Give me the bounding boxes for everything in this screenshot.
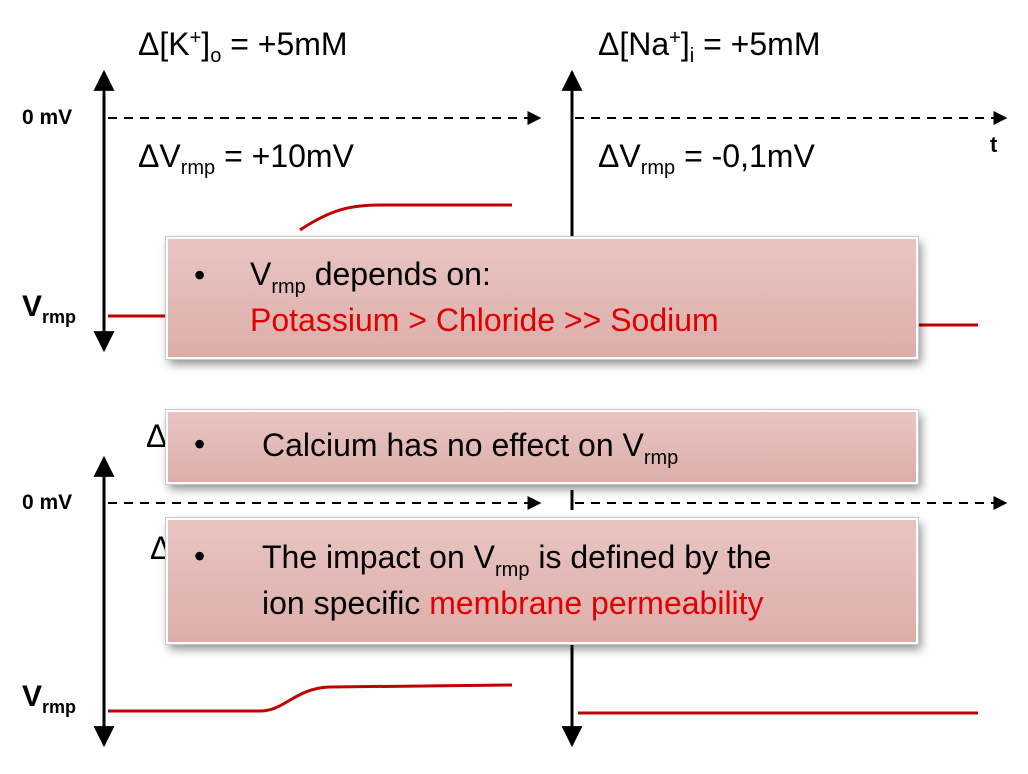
box3-line1: The impact on Vrmp is defined by the xyxy=(262,539,772,581)
bottom-vrmp-label: Vrmp xyxy=(22,680,77,717)
top-right-concentration-change: Δ[Na+]i = +5mM xyxy=(598,26,821,67)
box1-ion-ranking: Potassium > Chloride >> Sodium xyxy=(250,302,719,338)
box3-line2: ion specific membrane permeability xyxy=(262,585,764,621)
top-left-concentration-change: Δ[K+]o = +5mM xyxy=(138,26,348,67)
time-axis-label: t xyxy=(990,132,998,157)
top-left-trace xyxy=(108,203,512,318)
bullet-icon: • xyxy=(194,257,206,293)
bullet-icon: • xyxy=(194,538,206,574)
top-right-vrmp-change: ΔVrmp = -0,1mV xyxy=(598,138,815,179)
bullet-icon: • xyxy=(194,426,206,462)
bottom-zero-mv-label: 0 mV xyxy=(22,491,73,514)
bottom-left-delta-partial: Δ xyxy=(146,418,168,454)
top-left-vrmp-change: ΔVrmp = +10mV xyxy=(138,138,354,179)
permeability-highlight: membrane permeability xyxy=(429,585,764,621)
bottom-left-trace xyxy=(108,683,513,713)
box1-line1: Vrmp depends on: xyxy=(250,256,491,298)
top-zero-mv-label: 0 mV xyxy=(22,106,73,129)
delta-symbol: Δ xyxy=(598,26,620,62)
box2-text: Calcium has no effect on Vrmp xyxy=(262,427,679,469)
callout-box-depends-on: • Vrmp depends on: Potassium > Chloride … xyxy=(166,237,918,359)
callout-box-calcium: • Calcium has no effect on Vrmp xyxy=(166,410,918,484)
delta-symbol: Δ xyxy=(138,26,160,62)
callout-box-permeability: • The impact on Vrmp is defined by the i… xyxy=(166,518,918,644)
top-vrmp-label: Vrmp xyxy=(22,290,77,327)
